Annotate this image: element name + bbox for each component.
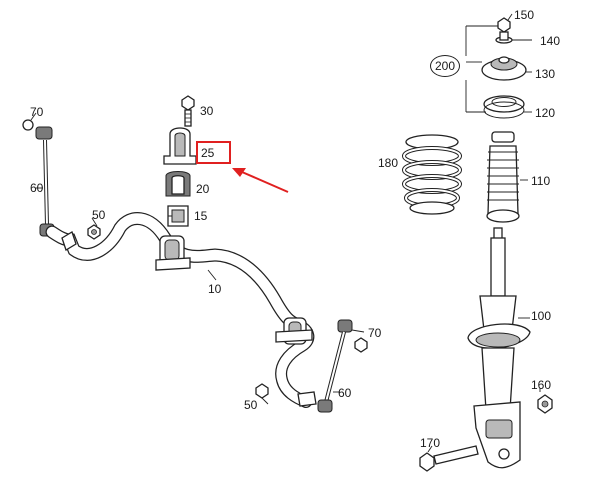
nut-70-right [354,337,368,353]
label-part-180: 180 [378,156,399,170]
bolt-170 [419,445,479,472]
shock-absorber [467,227,531,469]
top-mount-stack [481,13,532,119]
label-part-200-text: 200 [434,59,456,73]
label-part-70-right: 70 [368,326,382,340]
label-part-60-left: 60 [30,181,44,195]
stabilizer-link-left [22,112,55,237]
label-part-130: 130 [535,67,556,81]
label-part-110: 110 [531,174,551,188]
label-part-120: 120 [535,106,556,120]
highlight-box [196,141,231,164]
label-part-30: 30 [200,104,214,118]
protective-boot [486,131,528,223]
label-part-50-right: 50 [244,398,258,412]
bracket-200 [465,25,498,113]
label-part-100: 100 [531,309,552,323]
coil-spring [402,134,462,215]
nut-160 [537,388,553,414]
label-part-170: 170 [420,436,441,450]
stabilizer-link-right [317,319,365,413]
nut-50-left [87,217,101,240]
label-part-150: 150 [514,8,535,22]
clip-15 [167,205,189,227]
callout-arrow [232,168,289,193]
label-part-50-left: 50 [92,208,106,222]
stabilizer-bar [45,212,317,408]
label-part-60-right: 60 [338,386,352,400]
label-part-10: 10 [208,282,222,296]
label-part-15: 15 [194,209,208,223]
bolt-30 [181,95,195,127]
label-part-25: 25 [201,146,215,160]
label-part-70-left: 70 [30,105,44,119]
rubber-bearing-20 [165,171,191,197]
bracket-25 [163,127,197,165]
label-part-20: 20 [196,182,210,196]
label-part-160: 160 [531,378,552,392]
label-part-140: 140 [540,34,561,48]
nut-50-right [255,383,269,405]
label-part-200: 200 [430,55,460,77]
